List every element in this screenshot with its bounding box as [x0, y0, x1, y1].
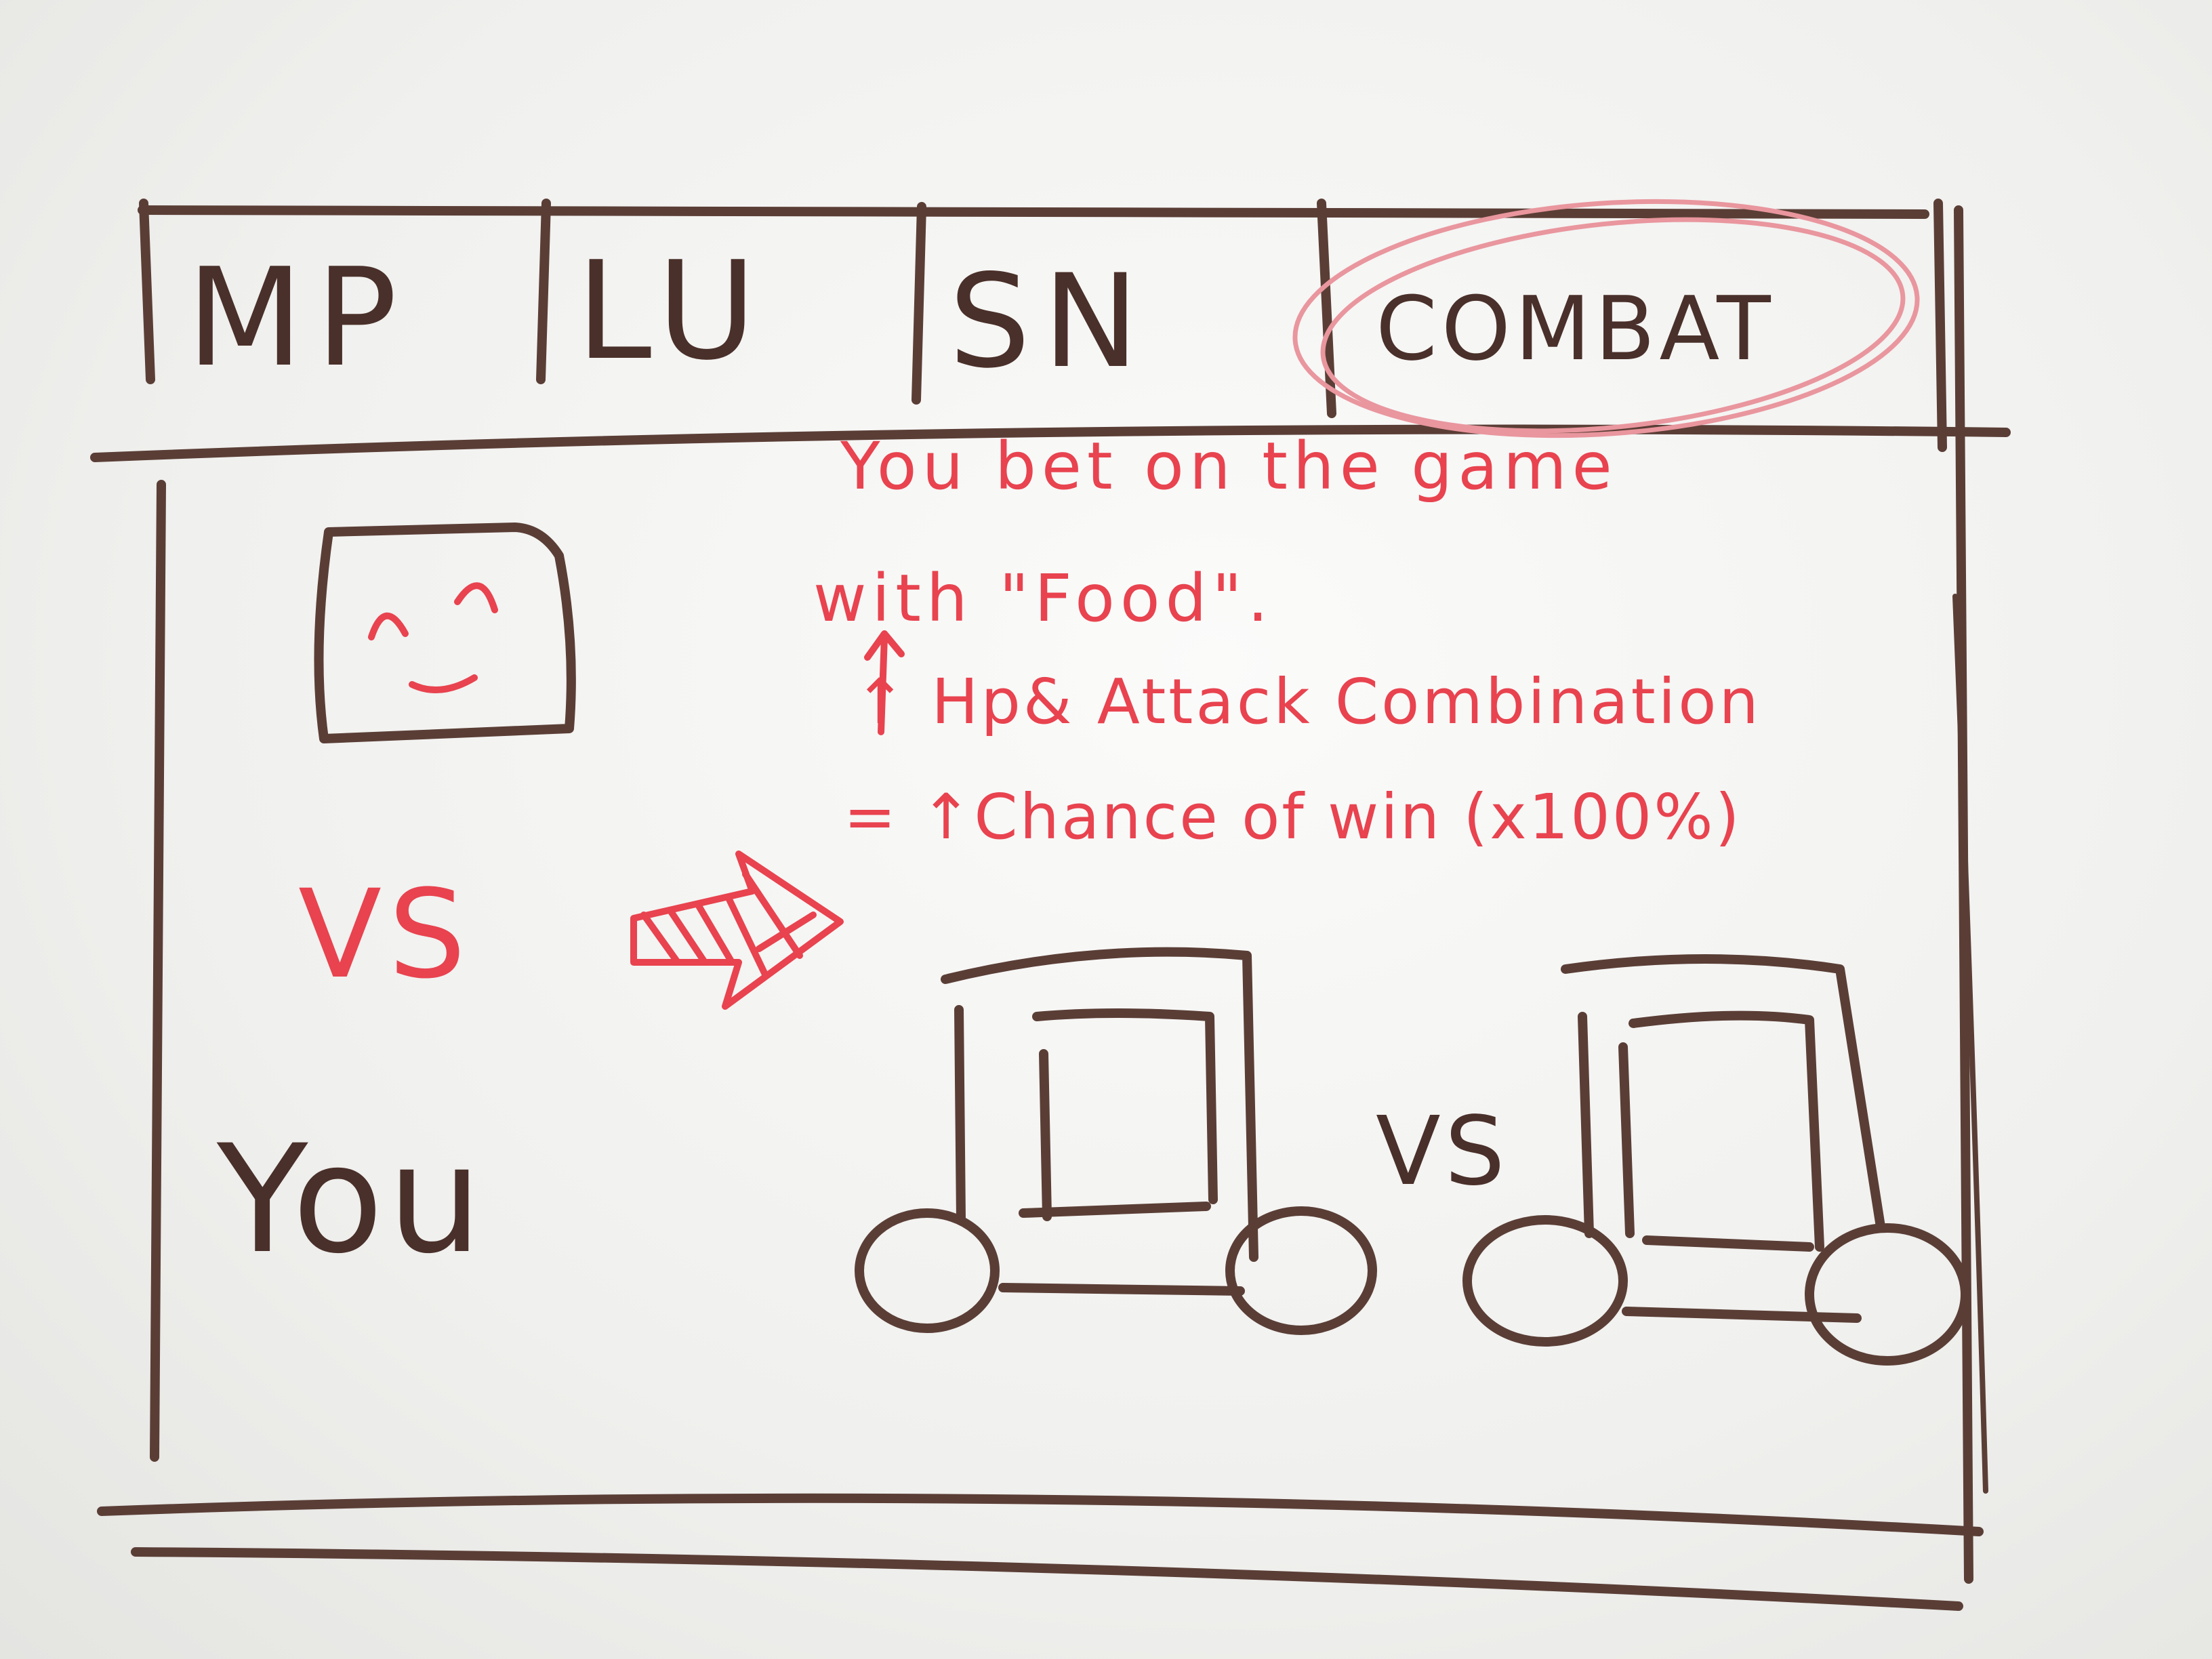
note-line-2: with "Food".	[813, 560, 1274, 636]
combat-tab-highlight	[1292, 199, 1920, 438]
note-line-4: = ↑Chance of win (x100%)	[844, 781, 1742, 853]
tab-sn[interactable]: SN	[949, 247, 1151, 396]
player-label: You	[217, 1113, 487, 1286]
note-line-1: You bet on the game	[840, 428, 1618, 504]
tab-combat[interactable]: COMBAT	[1376, 277, 1775, 380]
tab-lu[interactable]: LU	[576, 232, 769, 390]
up-arrow-icon	[864, 630, 905, 735]
screen-frame	[97, 199, 1988, 1611]
vs-label-brown: VS	[1376, 1097, 1509, 1207]
avatar	[314, 523, 576, 743]
arrow-icon	[630, 851, 844, 1010]
tab-bar	[90, 199, 2011, 462]
vs-label-red: VS	[298, 864, 473, 1006]
robot-left	[855, 947, 1377, 1335]
tab-mp[interactable]: MP	[186, 239, 410, 397]
robot-right	[1462, 954, 1970, 1366]
note-line-3: ↑ Hp& Attack Combination	[854, 665, 1761, 738]
